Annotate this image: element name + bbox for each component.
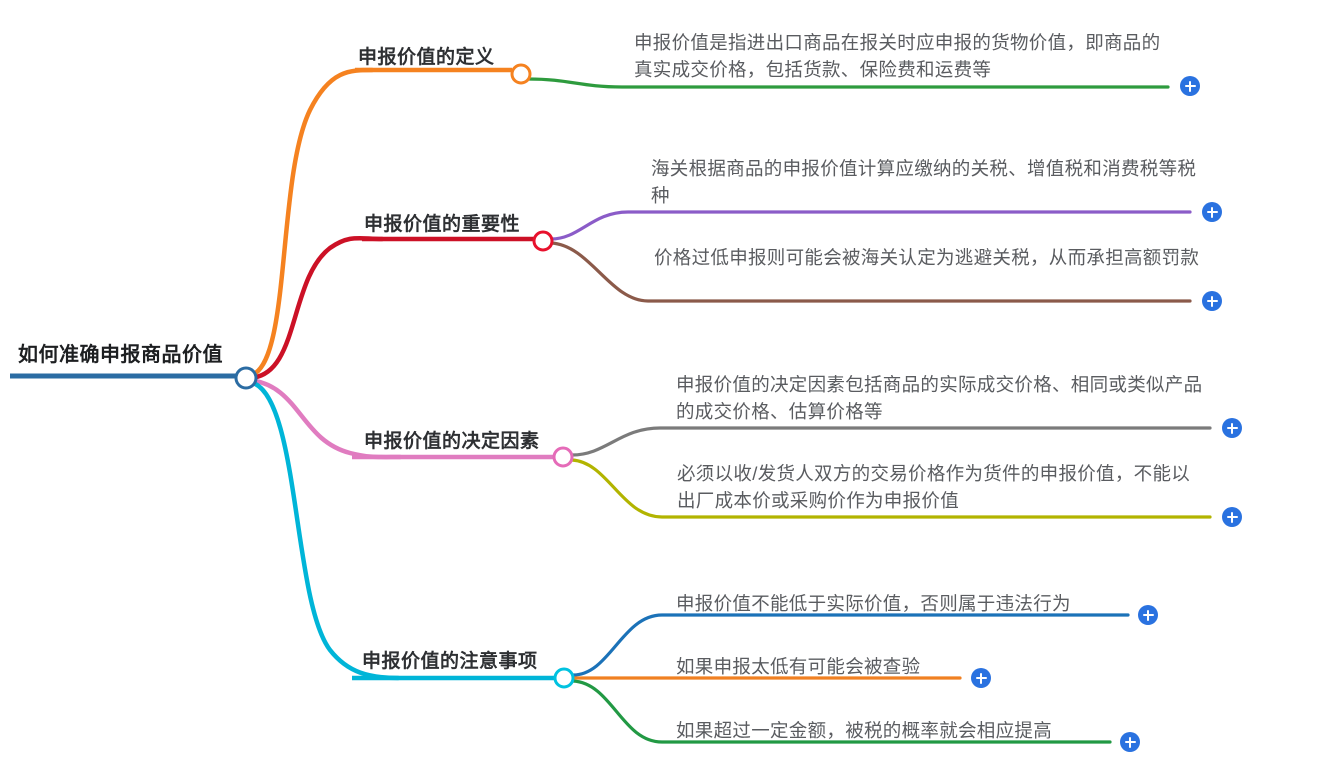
branch-label-definition[interactable]: 申报价值的定义	[358, 47, 495, 68]
branch-2-node-dot	[532, 230, 554, 252]
leaf-precautions-3[interactable]: 如果超过一定金额，被税的概率就会相应提高	[676, 720, 1053, 741]
wire-b3-leaf-1	[570, 426, 1212, 457]
wire-b2-leaf-1	[549, 210, 1192, 241]
wire-root-branch-1	[245, 67, 375, 379]
leaf-definition-1[interactable]: 申报价值是指进出口商品在报关时应申报的货物价值，即商品的真实成交价格，包括货款、…	[634, 32, 1161, 80]
expand-button-factors-1[interactable]	[1222, 418, 1242, 438]
expand-button-importance-2[interactable]	[1202, 291, 1222, 311]
branch-label-determining-factors[interactable]: 申报价值的决定因素	[364, 431, 540, 452]
root-node-dot	[234, 366, 258, 390]
expand-button-definition-1[interactable]	[1180, 76, 1200, 96]
expand-button-precautions-1[interactable]	[1138, 605, 1158, 625]
branch-3-node-dot	[552, 446, 574, 468]
branch-label-precautions[interactable]: 申报价值的注意事项	[362, 651, 538, 672]
branch-1-node-dot	[510, 63, 532, 85]
wire-root-branch-2	[245, 235, 385, 381]
leaf-factors-2[interactable]: 必须以收/发货人双方的交易价格作为货件的申报价值，不能以出厂成本价或采购价作为申…	[677, 463, 1191, 511]
branch-label-importance[interactable]: 申报价值的重要性	[364, 214, 521, 235]
leaf-importance-2[interactable]: 价格过低申报则可能会被海关认定为逃避关税，从而承担高额罚款	[654, 247, 1200, 268]
branch-4-node-dot	[553, 667, 575, 689]
leaf-precautions-2[interactable]: 如果申报太低有可能会被查验	[676, 656, 921, 677]
root-node-label[interactable]: 如何准确申报商品价值	[18, 344, 223, 366]
leaf-precautions-1[interactable]: 申报价值不能低于实际价值，否则属于违法行为	[676, 593, 1071, 614]
wire-root-branch-4	[247, 379, 401, 681]
expand-button-precautions-3[interactable]	[1120, 732, 1140, 752]
expand-button-precautions-2[interactable]	[971, 668, 991, 688]
leaf-factors-1[interactable]: 申报价值的决定因素包括商品的实际成交价格、相同或类似产品的成交价格、估算价格等	[676, 374, 1203, 422]
leaf-importance-1[interactable]: 海关根据商品的申报价值计算应缴纳的关税、增值税和消费税等税种	[651, 158, 1197, 206]
expand-button-importance-1[interactable]	[1202, 202, 1222, 222]
expand-button-factors-2[interactable]	[1222, 507, 1242, 527]
